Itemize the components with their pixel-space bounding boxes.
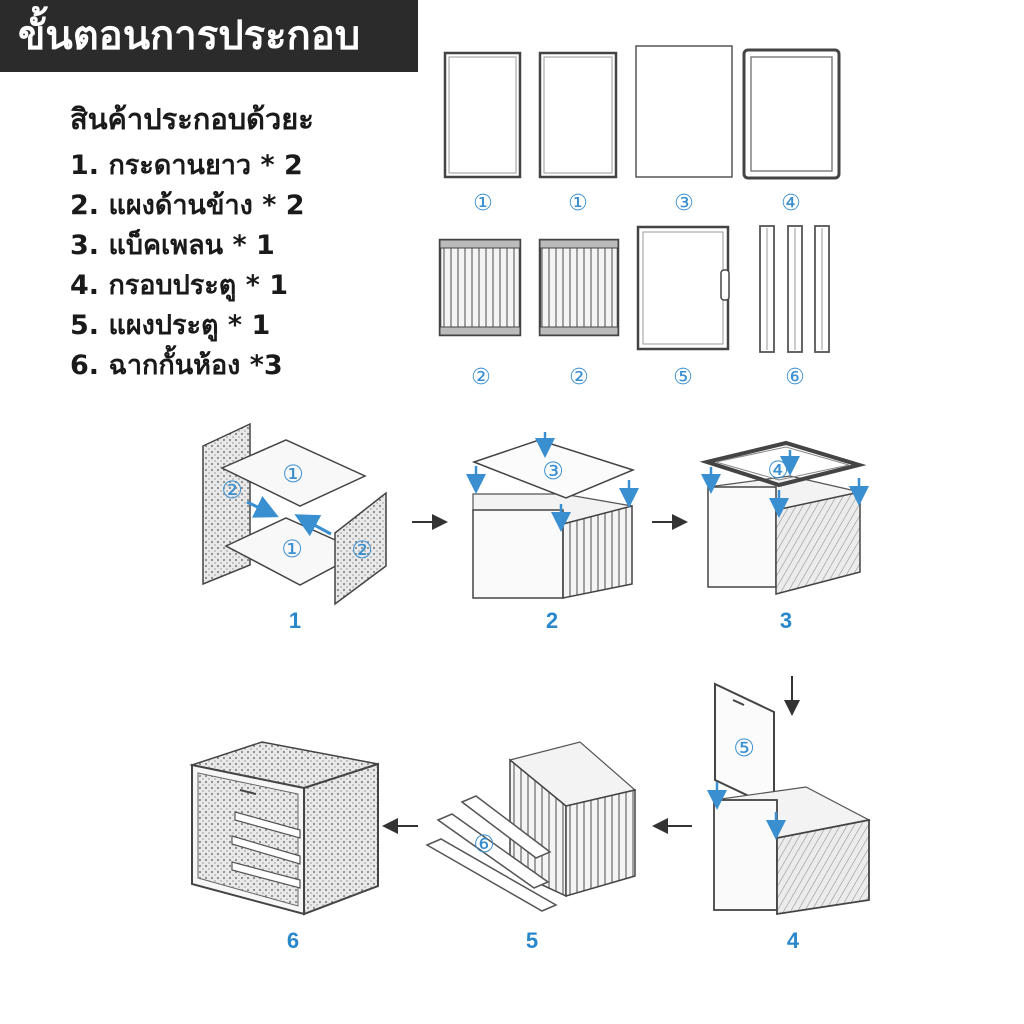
part-label-dividers: ⑥ xyxy=(785,365,805,390)
step-1-label-bottom-board: ① xyxy=(281,535,303,563)
part-label-long-board-b: ① xyxy=(568,191,588,216)
step-number-2: 2 xyxy=(546,608,558,633)
step-number-1: 1 xyxy=(289,608,301,633)
step-3-label-door-frame: ④ xyxy=(767,456,789,484)
step-number-4: 4 xyxy=(787,928,800,953)
part-long-board-b xyxy=(538,51,618,179)
step-number-5: 5 xyxy=(526,928,538,953)
parts-list-item: 5. แผงประตู * 1 xyxy=(70,310,271,341)
step-4-illustration xyxy=(707,682,871,916)
step-2-illustration xyxy=(466,432,639,599)
step-6-illustration xyxy=(189,741,379,916)
step-5-illustration xyxy=(425,741,637,912)
step-1-illustration xyxy=(202,422,387,606)
step-4-label-door-panel: ⑤ xyxy=(733,734,755,762)
step-1-label-left-panel: ② xyxy=(221,476,243,504)
parts-list-item: 6. ฉากกั้นห้อง *3 xyxy=(70,350,283,381)
part-label-side-panel-b: ② xyxy=(569,365,589,390)
parts-heading: สินค้าประกอบด้วยะ xyxy=(70,102,314,136)
parts-list-item: 1. กระดานยาว * 2 xyxy=(70,150,303,181)
part-label-door-panel: ⑤ xyxy=(673,365,693,390)
part-long-board-a xyxy=(443,51,522,179)
part-door-frame xyxy=(742,48,841,180)
step-2-label-back-panel: ③ xyxy=(542,457,564,485)
step-number-3: 3 xyxy=(780,608,792,633)
step-1-label-top-board: ① xyxy=(282,460,304,488)
part-label-side-panel-a: ② xyxy=(471,365,491,390)
step-number-6: 6 xyxy=(287,928,299,953)
part-label-long-board-a: ① xyxy=(473,191,493,216)
part-door-panel xyxy=(636,225,730,351)
step-3-illustration xyxy=(699,440,869,595)
parts-list-item: 2. แผงด้านข้าง * 2 xyxy=(70,190,305,221)
part-side-panel-b xyxy=(538,238,620,337)
parts-list-item: 3. แบ็คเพลน * 1 xyxy=(70,230,275,261)
step-5-label-dividers: ⑥ xyxy=(473,830,495,858)
part-label-back-panel: ③ xyxy=(674,191,694,216)
part-label-door-frame: ④ xyxy=(781,191,801,216)
part-back-panel xyxy=(635,45,733,178)
parts-list: 1. กระดานยาว * 2 2. แผงด้านข้าง * 2 3. แ… xyxy=(70,146,305,386)
parts-list-item: 4. กรอบประตู * 1 xyxy=(70,270,289,301)
part-side-panel-a xyxy=(438,238,522,337)
step-1-label-right-panel: ② xyxy=(351,536,373,564)
page-title: ขั้นตอนการประกอบ xyxy=(0,0,418,72)
part-dividers xyxy=(759,225,830,353)
